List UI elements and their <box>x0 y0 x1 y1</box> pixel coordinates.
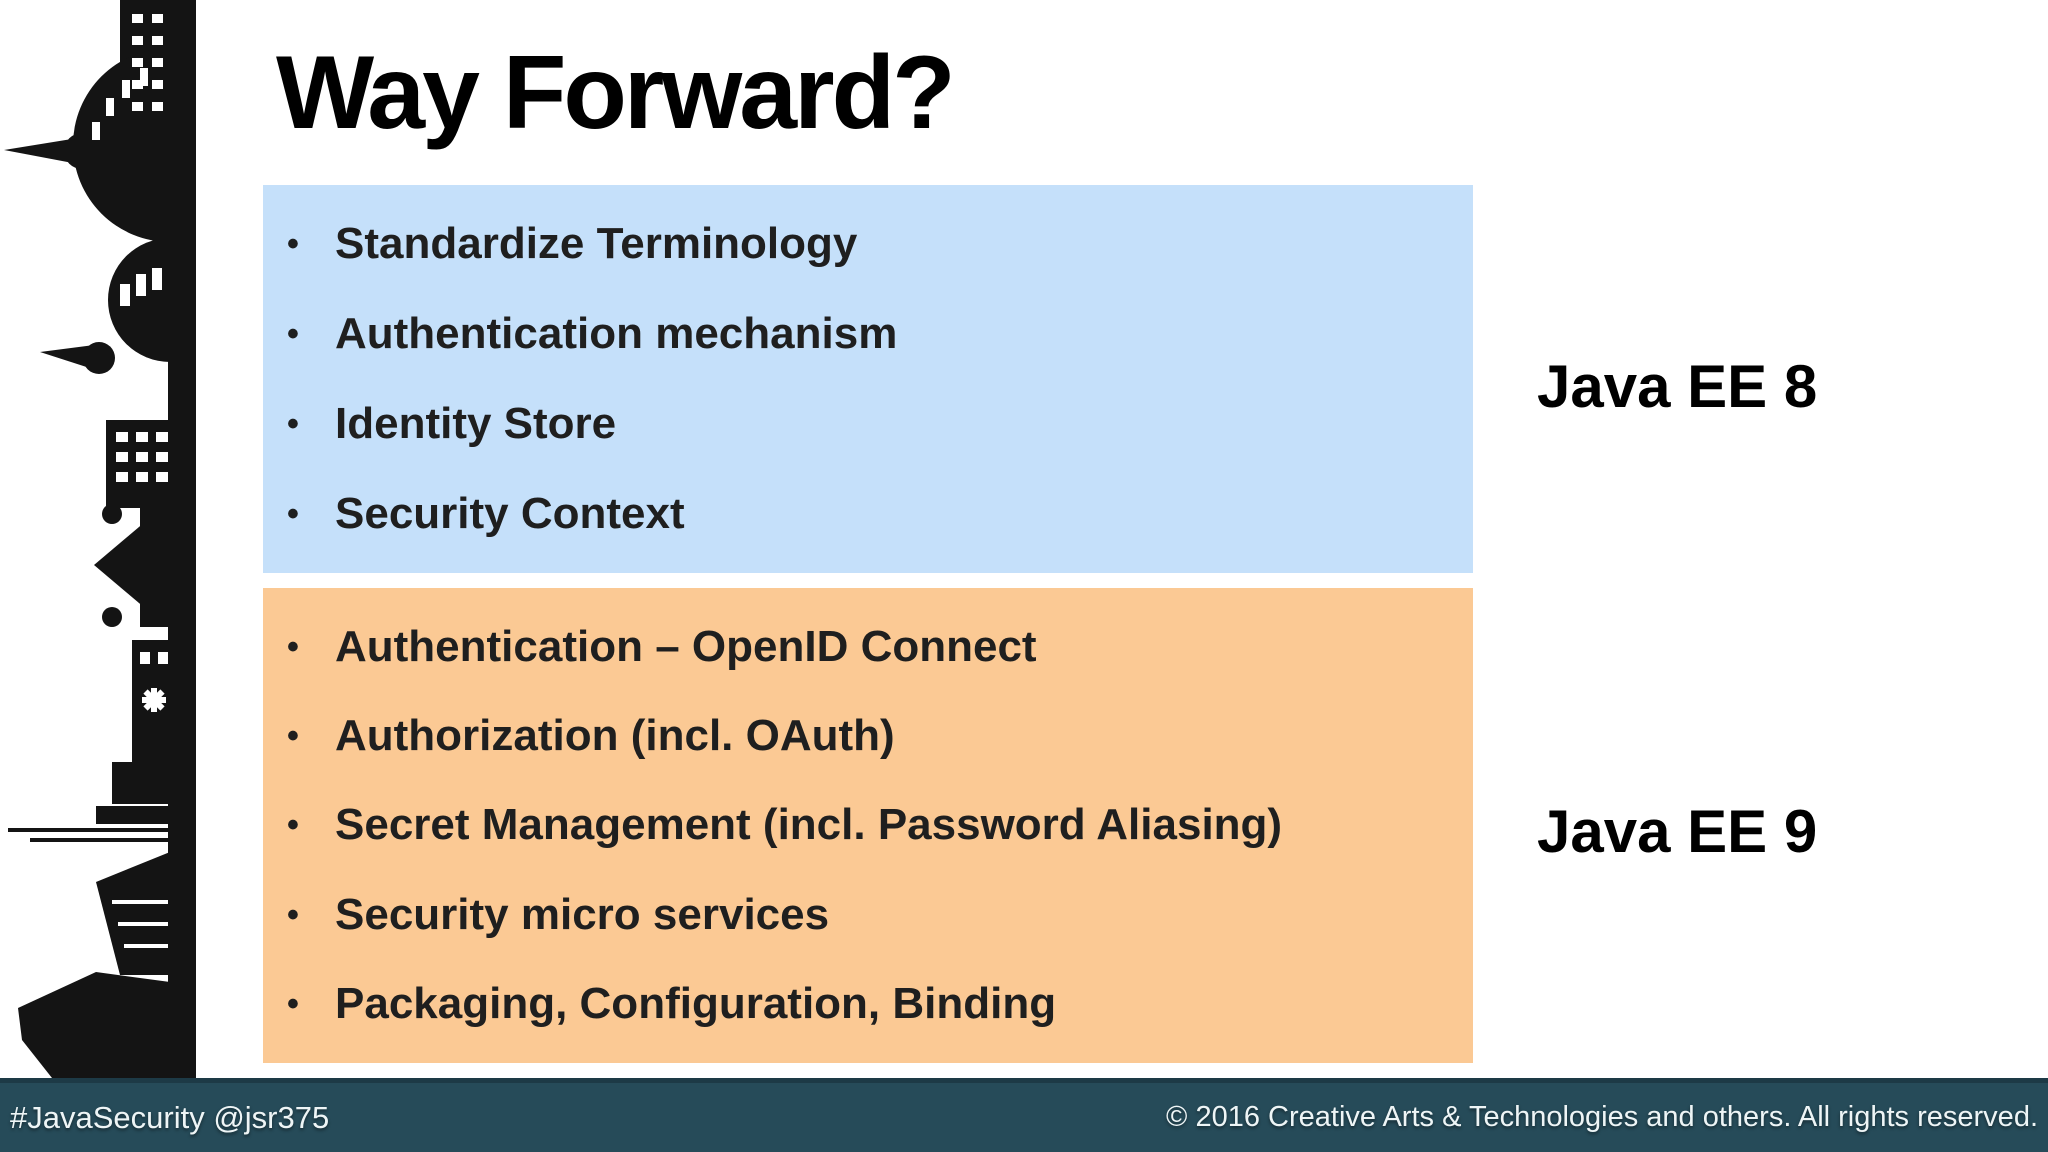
footer-bar: #JavaSecurity @jsr375 © 2016 Creative Ar… <box>0 1078 2048 1152</box>
footer-copyright: © 2016 Creative Arts & Technologies and … <box>1166 1101 2038 1133</box>
list-item: • Standardize Terminology <box>263 219 1473 269</box>
bullet-icon: • <box>287 495 299 533</box>
bullet-icon: • <box>287 225 299 263</box>
city-skyline-silhouette-icon <box>4 0 196 1078</box>
bullet-text: Standardize Terminology <box>335 219 858 268</box>
bullet-text: Packaging, Configuration, Binding <box>335 979 1057 1029</box>
bullet-text: Identity Store <box>335 399 617 448</box>
slide-title: Way Forward? <box>276 35 956 151</box>
list-item: • Authorization (incl. OAuth) <box>263 711 1473 761</box>
bullet-text: Authorization (incl. OAuth) <box>335 711 895 761</box>
list-item: • Authentication mechanism <box>263 309 1473 359</box>
bullet-text: Authentication mechanism <box>335 309 898 358</box>
java-ee9-panel: • Authentication – OpenID Connect • Auth… <box>263 588 1473 1063</box>
bullet-text: Secret Management (incl. Password Aliasi… <box>335 800 1283 850</box>
java-ee8-label: Java EE 8 <box>1537 353 1818 420</box>
list-item: • Security Context <box>263 489 1473 539</box>
java-ee9-label: Java EE 9 <box>1537 798 1818 865</box>
list-item: • Secret Management (incl. Password Alia… <box>263 800 1473 850</box>
bullet-icon: • <box>287 627 299 666</box>
java-ee8-panel: • Standardize Terminology • Authenticati… <box>263 185 1473 573</box>
list-item: • Identity Store <box>263 399 1473 449</box>
bullet-icon: • <box>287 717 299 756</box>
footer-hashtag: #JavaSecurity @jsr375 <box>10 1099 330 1135</box>
bullet-text: Security micro services <box>335 889 830 939</box>
bullet-text: Security Context <box>335 489 685 538</box>
list-item: • Packaging, Configuration, Binding <box>263 979 1473 1029</box>
bullet-icon: • <box>287 895 299 934</box>
bullet-icon: • <box>287 315 299 353</box>
bullet-icon: • <box>287 405 299 443</box>
bullet-text: Authentication – OpenID Connect <box>335 621 1037 671</box>
bullet-icon: • <box>287 985 299 1024</box>
list-item: • Security micro services <box>263 890 1473 940</box>
bullet-icon: • <box>287 806 299 845</box>
list-item: • Authentication – OpenID Connect <box>263 622 1473 672</box>
